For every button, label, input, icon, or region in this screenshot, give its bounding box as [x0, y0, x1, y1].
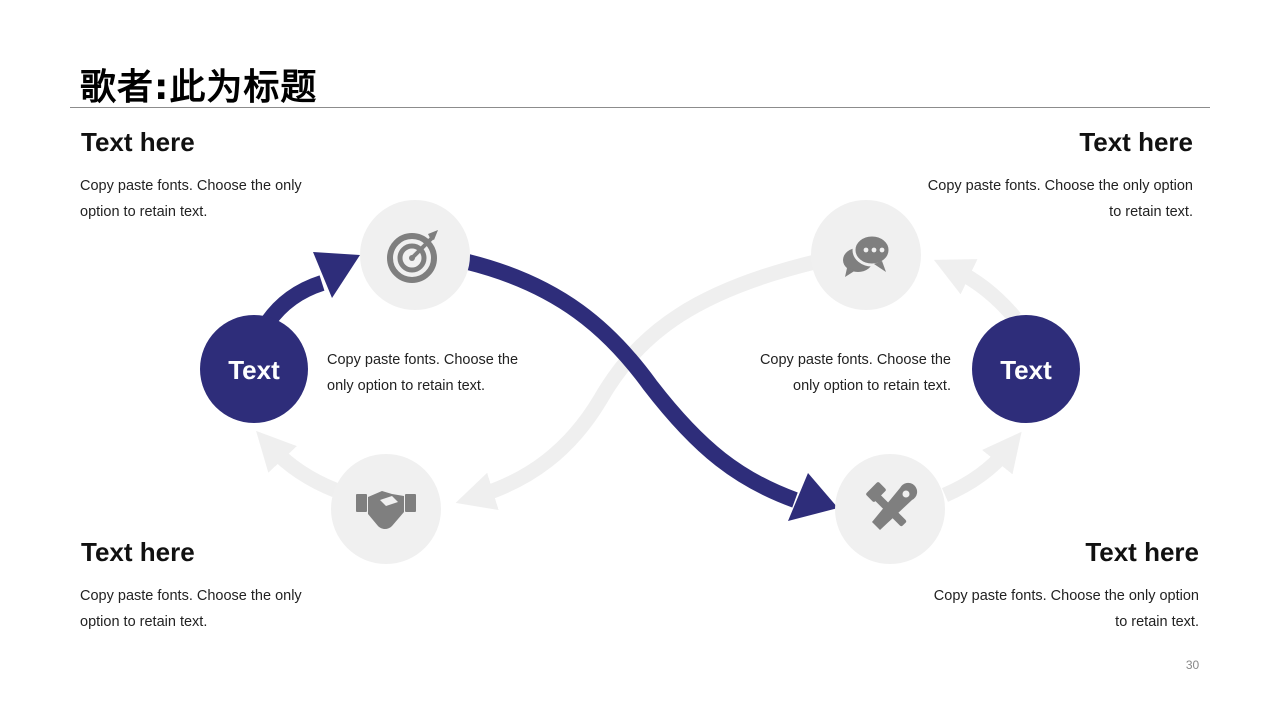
handshake-node [331, 454, 441, 564]
title-divider [70, 107, 1210, 108]
text-bottom-right-line2: to retain text. [1115, 614, 1199, 630]
page-title: 歌者:此为标题 [80, 67, 318, 108]
center-text-right-line2: only option to retain text. [793, 378, 951, 394]
text-bottom-left: Copy paste fonts. Choose the only option… [80, 583, 340, 635]
text-top-right-line1: Copy paste fonts. Choose the only option [927, 178, 1193, 194]
center-text-left: Copy paste fonts. Choose the only option… [327, 347, 557, 399]
light-arrow-right-bottom [941, 431, 1022, 502]
text-top-left: Copy paste fonts. Choose the only option… [80, 173, 340, 225]
text-bottom-right: Copy paste fonts. Choose the only option… [899, 583, 1199, 635]
heading-bottom-right: Text here [1085, 537, 1199, 567]
light-cycle-arrows [256, 254, 1022, 511]
page-number: 30 [1185, 658, 1200, 672]
text-bottom-right-line1: Copy paste fonts. Choose the only option [933, 588, 1199, 604]
tools-icon [866, 482, 918, 530]
chat-icon [843, 233, 892, 277]
text-top-left-line1: Copy paste fonts. Choose the only [80, 178, 302, 194]
target-icon [387, 230, 438, 283]
light-arrow-right-top [933, 259, 1021, 323]
light-arrow-left-bottom [256, 430, 338, 497]
heading-top-right: Text here [1079, 127, 1193, 157]
light-arrow-cross [455, 254, 817, 511]
text-bottom-left-line2: option to retain text. [80, 614, 208, 630]
text-top-right: Copy paste fonts. Choose the only option… [893, 173, 1193, 225]
handshake-icon [356, 491, 416, 529]
text-top-left-line2: option to retain text. [80, 204, 208, 220]
tools-node [835, 454, 945, 564]
accent-arrowhead-main [788, 473, 838, 521]
accent-arrow-main [466, 254, 798, 508]
right-hub: Text [972, 315, 1080, 423]
left-hub-label: Text [228, 355, 280, 385]
accent-arrowhead-short [313, 252, 360, 298]
accent-arrows [261, 252, 838, 521]
left-hub: Text [200, 315, 308, 423]
center-text-left-line2: only option to retain text. [327, 378, 485, 394]
heading-bottom-left: Text here [81, 537, 195, 567]
center-text-right-line1: Copy paste fonts. Choose the [759, 352, 951, 368]
heading-top-left: Text here [81, 127, 195, 157]
accent-arrow-short [261, 275, 325, 327]
text-bottom-left-line1: Copy paste fonts. Choose the only [80, 588, 302, 604]
target-node [360, 200, 470, 310]
right-hub-label: Text [1000, 355, 1052, 385]
chat-node [811, 200, 921, 310]
center-text-right: Copy paste fonts. Choose the only option… [720, 347, 951, 399]
center-text-left-line1: Copy paste fonts. Choose the [327, 352, 519, 368]
text-top-right-line2: to retain text. [1109, 204, 1193, 220]
